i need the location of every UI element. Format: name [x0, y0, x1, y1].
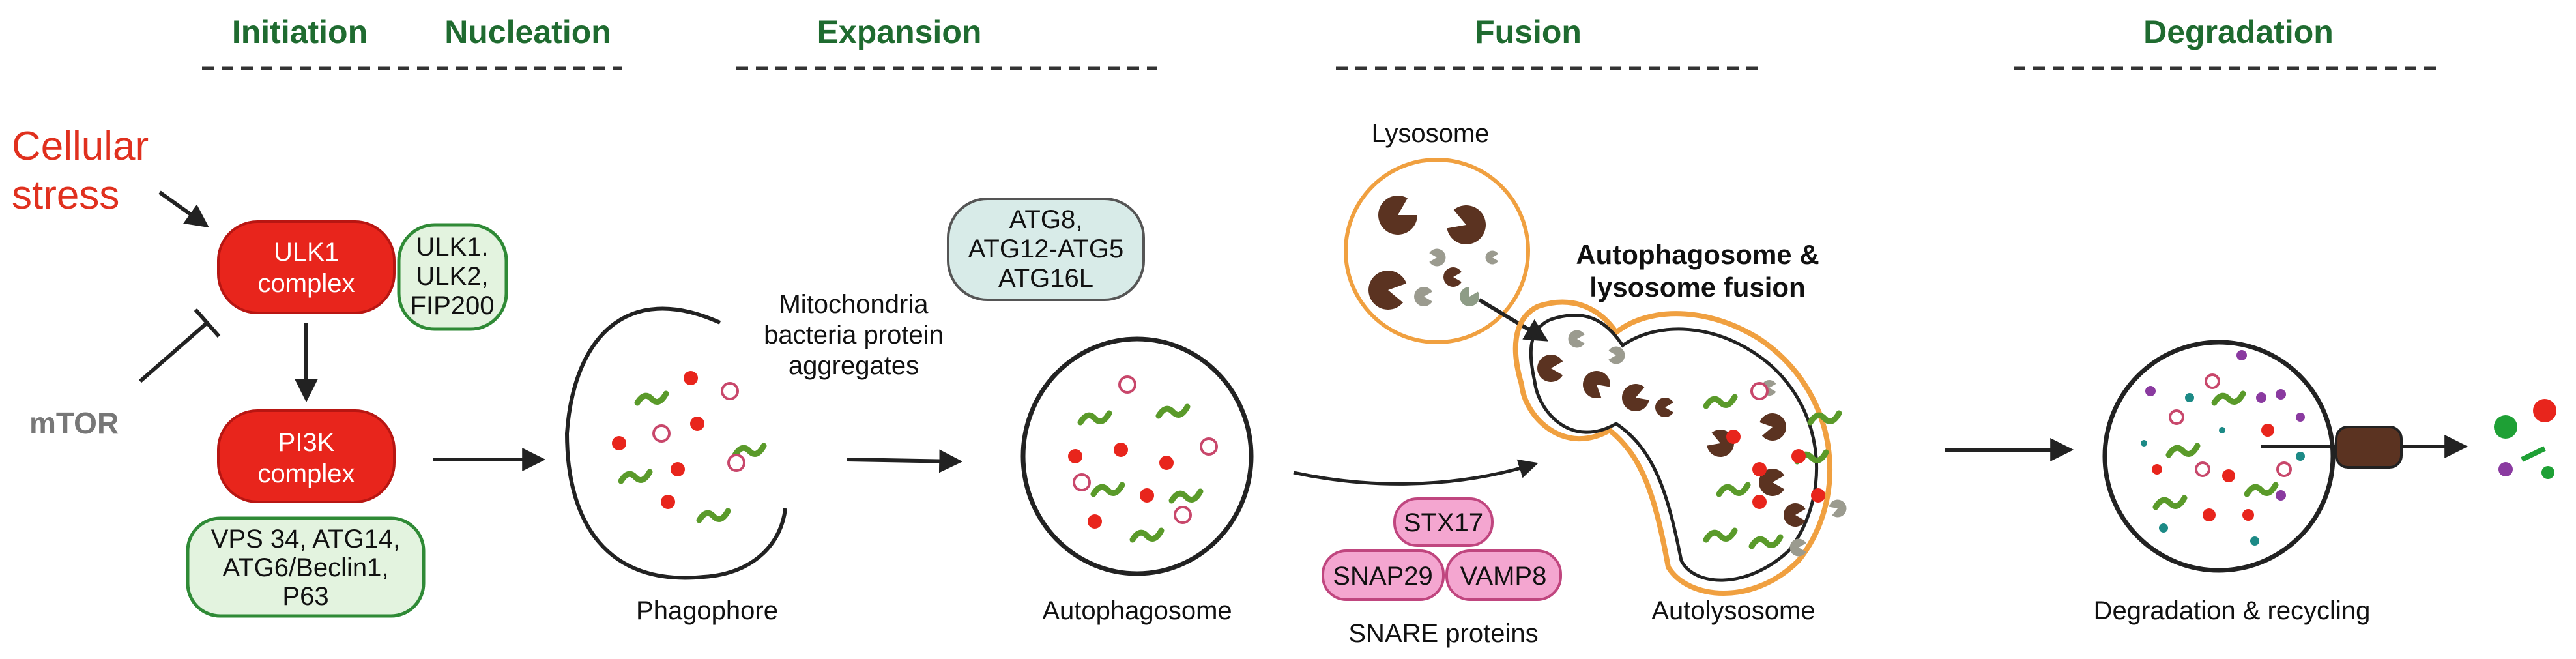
- phagophore: [564, 306, 787, 580]
- autolysosome-label: Autolysosome: [1651, 596, 1815, 625]
- transporter-channel: [2335, 426, 2403, 469]
- autophagosome-outer-membrane: [1020, 336, 1254, 576]
- lysosome-to-fusion-arrow: [1478, 298, 1549, 342]
- stage-initiation: Initiation: [232, 14, 368, 50]
- phagophore-label: Phagophore: [636, 596, 778, 625]
- vamp8-box: [1445, 549, 1562, 601]
- ulk1-member-1: ULK1.: [416, 233, 488, 261]
- snare-vamp8: VAMP8: [1460, 562, 1547, 591]
- atg-label-1: ATG8,: [1009, 205, 1083, 234]
- ulk1-complex-label-1: ULK1: [274, 238, 339, 267]
- stage-fusion: Fusion: [1475, 14, 1582, 50]
- ulk1-complex-label-2: complex: [258, 269, 355, 298]
- atg-label-3: ATG16L: [998, 264, 1093, 293]
- fusion-title-1: Autophagosome &: [1576, 239, 1819, 270]
- lysosome: [1344, 158, 1530, 344]
- stx17-box: [1393, 497, 1494, 547]
- pi3k-complex-label-1: PI3K: [278, 428, 335, 457]
- cargo-label-3: aggregates: [789, 351, 919, 380]
- to-fusion-arrow: [1293, 459, 1539, 486]
- stage-headers: Initiation Nucleation Expansion Fusion D…: [202, 14, 2437, 70]
- autophagosome-cargo: [1068, 375, 1218, 540]
- autophagosome-label: Autophagosome: [1042, 596, 1232, 625]
- to-autophagosome-arrow: [847, 449, 963, 473]
- recycled-products: [2494, 399, 2556, 479]
- degradation-fragments: [2141, 350, 2305, 546]
- stage-expansion: Expansion: [817, 14, 982, 50]
- snare-complex: STX17 SNAP29 VAMP8: [1322, 497, 1562, 601]
- autophagosome: [1020, 336, 1254, 576]
- ulk1-complex-box: [217, 220, 396, 314]
- autolysosome-cargo: [1706, 382, 1839, 546]
- cargo-label-2: bacteria protein: [764, 321, 944, 349]
- pi3k-member-2: ATG6/Beclin1,: [223, 553, 389, 582]
- pi3k-members-box: [186, 516, 426, 618]
- lysosome-label: Lysosome: [1372, 119, 1490, 148]
- ulk1-member-3: FIP200: [411, 291, 495, 320]
- snare-snap29: SNAP29: [1333, 562, 1432, 591]
- snap29-box: [1322, 549, 1445, 601]
- cargo-label-1: Mitochondria: [779, 290, 929, 319]
- degradation-label: Degradation & recycling: [2094, 596, 2371, 625]
- autolysosome-inner-membrane: [1529, 314, 1819, 582]
- cellular-stress-label-1: Cellular: [12, 124, 149, 169]
- mtor-inhibition-line: [139, 321, 209, 383]
- phagophore-cargo: [612, 371, 764, 520]
- ulk1-members-box: [397, 223, 508, 331]
- pi3k-complex-label-2: complex: [258, 460, 355, 488]
- mtor-label: mTOR: [29, 406, 119, 440]
- degradation-vesicle: [2102, 340, 2468, 573]
- autolysosome: [1512, 299, 1849, 596]
- snare-label: SNARE proteins: [1348, 619, 1538, 648]
- phagophore-membrane: [564, 306, 787, 580]
- atg-label-2: ATG12-ATG5: [968, 235, 1124, 263]
- pi3k-complex-box: [217, 409, 396, 503]
- snare-stx17: STX17: [1404, 508, 1483, 537]
- ulk1-member-2: ULK2,: [416, 262, 488, 291]
- atg-box: [947, 198, 1145, 301]
- autolysosome-outer-membrane: [1512, 299, 1832, 596]
- pi3k-member-1: VPS 34, ATG14,: [211, 525, 401, 553]
- stage-nucleation: Nucleation: [444, 14, 611, 50]
- stage-degradation: Degradation: [2143, 14, 2334, 50]
- fusion-title-2: lysosome fusion: [1589, 272, 1805, 302]
- cellular-stress-label-2: stress: [12, 173, 119, 218]
- mtor-inhibition-bar: [194, 308, 221, 338]
- stress-arrow: [158, 190, 209, 228]
- pi3k-member-3: P63: [282, 582, 328, 611]
- degradation-vesicle-membrane: [2102, 340, 2336, 573]
